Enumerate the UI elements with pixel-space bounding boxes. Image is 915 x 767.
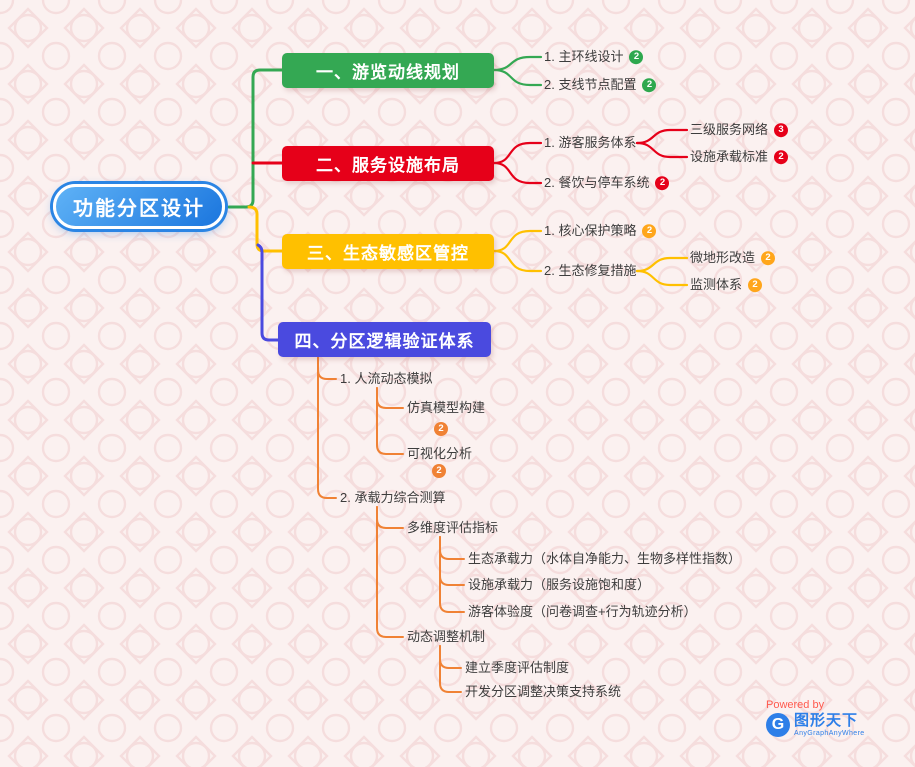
leaf-node[interactable]: 仿真模型构建 — [407, 400, 485, 416]
leaf-label: 游客体验度（问卷调查+行为轨迹分析） — [468, 604, 697, 620]
leaf-label: 监测体系 — [690, 277, 743, 293]
leaf-label: 1. 人流动态模拟 — [340, 371, 433, 387]
leaf-label: 多维度评估指标 — [407, 520, 499, 536]
leaf-label: 2. 生态修复措施 — [544, 263, 637, 279]
connector-branch1-children — [492, 55, 543, 87]
connector-root-branch1 — [227, 68, 284, 209]
leaf-label: 2. 支线节点配置 — [544, 77, 637, 93]
connector-branch4-subtree — [317, 356, 465, 693]
branch-node-label: 二、服务设施布局 — [316, 156, 460, 175]
leaf-node[interactable]: 1. 游客服务体系 — [544, 135, 636, 151]
leaf-label: 开发分区调整决策支持系统 — [465, 684, 622, 700]
branch-node-tour-route[interactable]: 一、游览动线规划 — [282, 53, 494, 88]
leaf-label: 仿真模型构建 — [407, 400, 486, 416]
leaf-label: 建立季度评估制度 — [465, 660, 570, 676]
collapsed-count-badge[interactable]: 2 — [761, 251, 776, 265]
leaf-label: 可视化分析 — [407, 446, 473, 462]
leaf-node[interactable]: 游客体验度（问卷调查+行为轨迹分析） — [468, 604, 697, 620]
leaf-node[interactable]: 2. 餐饮与停车系统 2 — [544, 175, 670, 191]
root-node[interactable]: 功能分区设计 — [53, 184, 225, 229]
leaf-node[interactable]: 2. 承载力综合测算 — [340, 490, 445, 506]
branch-node-label: 四、分区逻辑验证体系 — [294, 332, 475, 351]
branch-node-service-facility[interactable]: 二、服务设施布局 — [282, 146, 494, 181]
collapsed-count-badge[interactable]: 2 — [432, 464, 446, 478]
collapsed-count-badge[interactable]: 2 — [642, 224, 657, 238]
leaf-node[interactable]: 动态调整机制 — [407, 629, 485, 645]
leaf-node[interactable]: 监测体系 2 — [690, 277, 763, 293]
leaf-label: 2. 餐饮与停车系统 — [544, 175, 650, 191]
root-node-label: 功能分区设计 — [73, 198, 205, 220]
collapsed-count-badge[interactable]: 2 — [629, 50, 644, 64]
leaf-node[interactable]: 开发分区调整决策支持系统 — [465, 684, 621, 700]
leaf-node[interactable]: 1. 人流动态模拟 — [340, 371, 432, 387]
branch-node-label: 三、生态敏感区管控 — [307, 244, 469, 263]
brand-subtitle: AnyGraphAnyWhere — [794, 730, 865, 737]
leaf-label: 微地形改造 — [690, 250, 756, 266]
leaf-node[interactable]: 多维度评估指标 — [407, 520, 498, 536]
collapsed-count-badge[interactable]: 3 — [774, 123, 789, 137]
leaf-label: 动态调整机制 — [407, 629, 486, 645]
leaf-label: 1. 游客服务体系 — [544, 135, 637, 151]
leaf-label: 生态承载力（水体自净能力、生物多样性指数） — [468, 551, 742, 567]
connector-root-branch3 — [247, 205, 284, 253]
leaf-node[interactable]: 设施承载力（服务设施饱和度） — [468, 577, 650, 593]
leaf-node[interactable]: 建立季度评估制度 — [465, 660, 569, 676]
collapsed-count-badge[interactable]: 2 — [434, 422, 448, 436]
watermark[interactable]: Powered by G 图形天下 AnyGraphAnyWhere — [766, 699, 865, 737]
branch-node-label: 一、游览动线规划 — [316, 63, 460, 82]
leaf-node[interactable]: 生态承载力（水体自净能力、生物多样性指数） — [468, 551, 741, 567]
collapsed-count-badge[interactable]: 2 — [748, 278, 763, 292]
leaf-node[interactable]: 1. 主环线设计 2 — [544, 49, 644, 65]
connector-branch3-children — [492, 229, 689, 287]
leaf-label: 1. 主环线设计 — [544, 49, 624, 65]
leaf-label: 三级服务网络 — [690, 122, 769, 138]
leaf-label: 设施承载标准 — [690, 149, 769, 165]
collapsed-count-badge[interactable]: 2 — [655, 176, 670, 190]
leaf-node[interactable]: 2. 生态修复措施 — [544, 263, 636, 279]
leaf-node[interactable]: 可视化分析 — [407, 446, 472, 462]
brand-name: 图形天下 — [794, 712, 859, 729]
leaf-label: 设施承载力（服务设施饱和度） — [468, 577, 651, 593]
branch-node-zoning-validation[interactable]: 四、分区逻辑验证体系 — [278, 322, 491, 357]
leaf-node[interactable]: 三级服务网络 3 — [690, 122, 789, 138]
collapsed-count-badge[interactable]: 2 — [642, 78, 657, 92]
powered-by-label: Powered by — [766, 699, 825, 711]
branch-node-eco-sensitive[interactable]: 三、生态敏感区管控 — [282, 234, 494, 269]
connector-branch2-children — [492, 128, 689, 185]
leaf-node[interactable]: 设施承载标准 2 — [690, 149, 789, 165]
collapsed-count-badge[interactable]: 2 — [774, 150, 789, 164]
connector-root-branch4 — [256, 243, 280, 342]
leaf-label: 2. 承载力综合测算 — [340, 490, 446, 506]
leaf-node[interactable]: 2. 支线节点配置 2 — [544, 77, 657, 93]
brand-logo-icon: G — [766, 713, 790, 737]
leaf-node[interactable]: 微地形改造 2 — [690, 250, 776, 266]
leaf-node[interactable]: 1. 核心保护策略 2 — [544, 223, 657, 239]
leaf-label: 1. 核心保护策略 — [544, 223, 637, 239]
